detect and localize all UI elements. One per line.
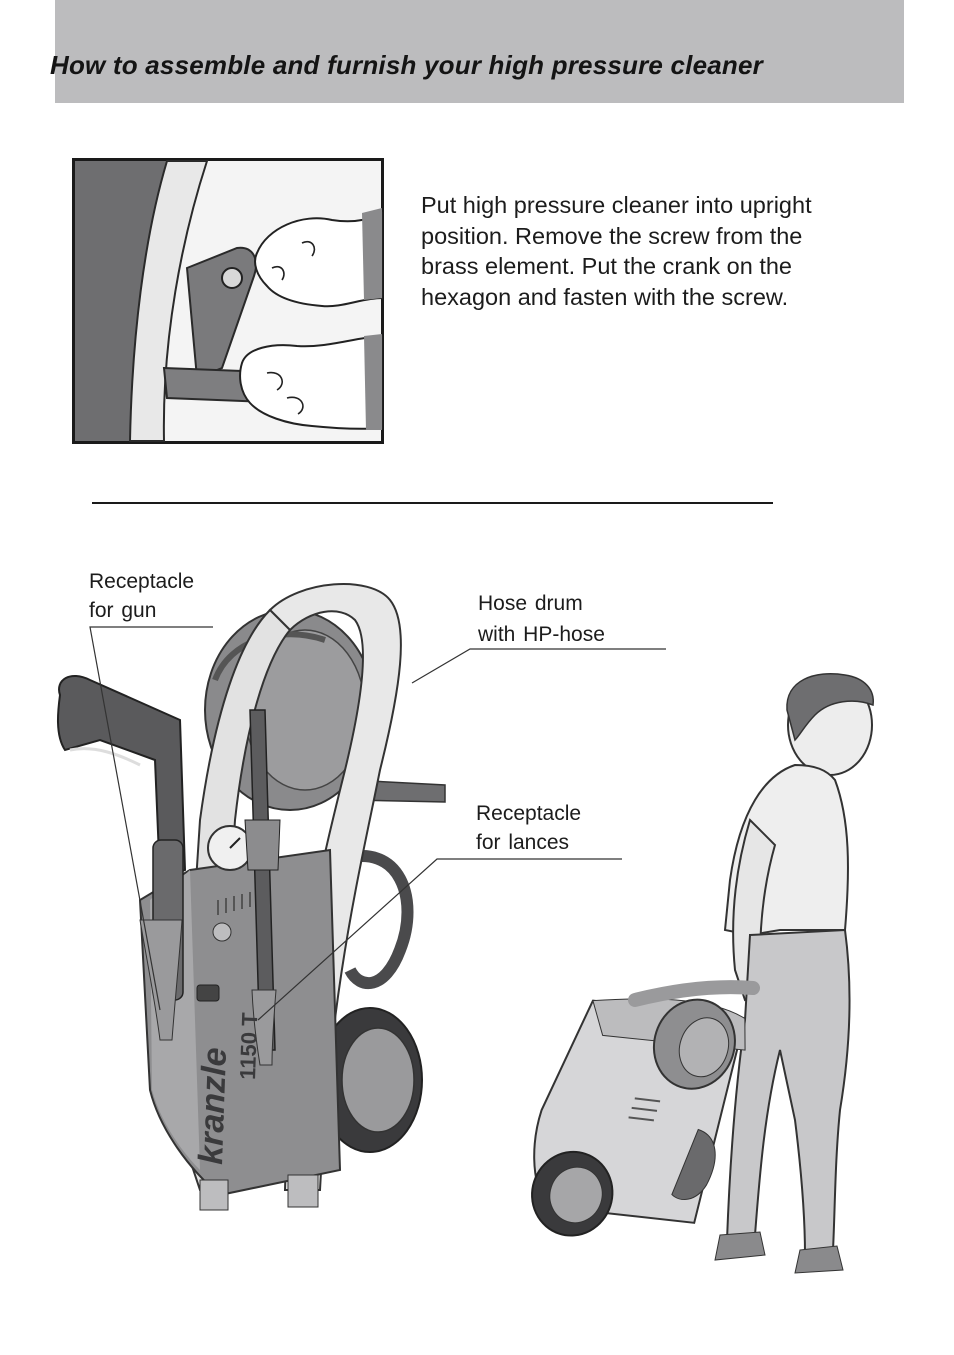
machine-brand-label: kranzle — [192, 1047, 234, 1165]
machine-model-label: 1150 T — [235, 1012, 262, 1081]
callout-gun-line2: for gun — [89, 599, 157, 622]
callout-hose-line1: Hose drum — [478, 592, 583, 615]
pressure-cleaner-illustration: kranzle 1150 T — [57, 583, 446, 1211]
page-title: How to assemble and furnish your high pr… — [50, 50, 763, 80]
callout-lances-line2: for lances — [476, 831, 570, 854]
callout-hose-line2: with HP-hose — [478, 623, 605, 646]
callout-lances-line1: Receptacle — [476, 802, 582, 825]
header-band — [55, 0, 904, 103]
callout-receptacle-for-gun: Receptacle for gun — [89, 567, 194, 625]
section-divider — [92, 502, 773, 504]
instruction-text: Put high pressure cleaner into upright p… — [421, 192, 812, 310]
callout-receptacle-for-lances: Receptacle for lances — [476, 799, 581, 857]
callout-hose-drum: Hose drum with HP-hose — [478, 588, 605, 650]
crank-illustration — [72, 158, 384, 444]
callout-gun-line1: Receptacle — [89, 570, 195, 593]
man-pulling-cleaner-illustration — [531, 673, 874, 1274]
